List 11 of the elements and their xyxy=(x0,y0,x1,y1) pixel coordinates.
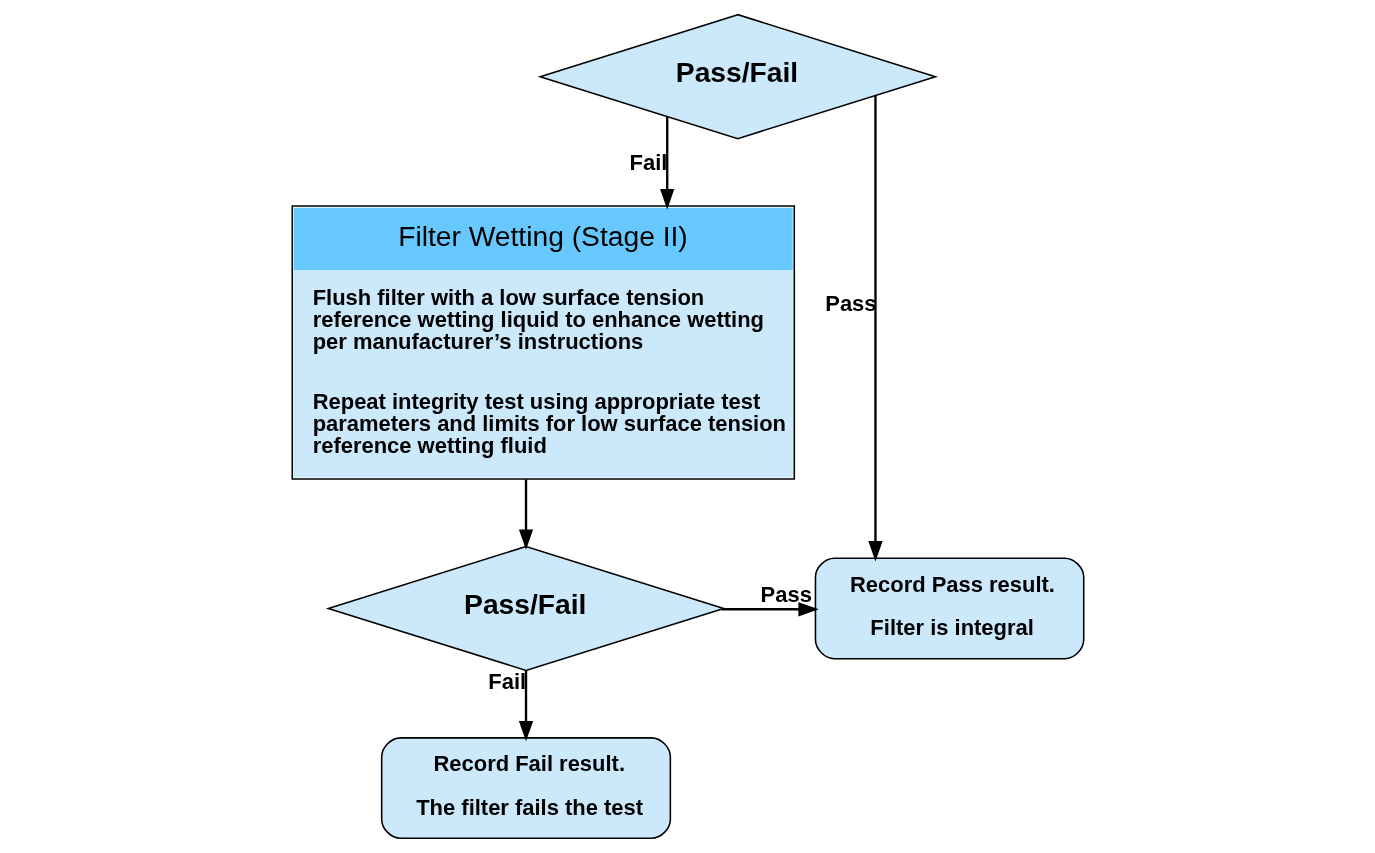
arrow xyxy=(867,95,883,562)
arrow xyxy=(518,479,533,550)
node-diamond: Pass/Fail xyxy=(537,13,938,140)
node-box: Record Fail result. The filter fails the test xyxy=(380,737,671,840)
arrow xyxy=(721,602,819,617)
edge-label: Pass xyxy=(760,581,812,607)
arrow xyxy=(518,670,533,742)
edge-label: Fail xyxy=(629,149,667,175)
node-box: Record Pass result. Filter is integral xyxy=(814,557,1084,660)
node-diamond: Pass/Fail xyxy=(325,545,726,672)
arrow xyxy=(659,117,674,210)
